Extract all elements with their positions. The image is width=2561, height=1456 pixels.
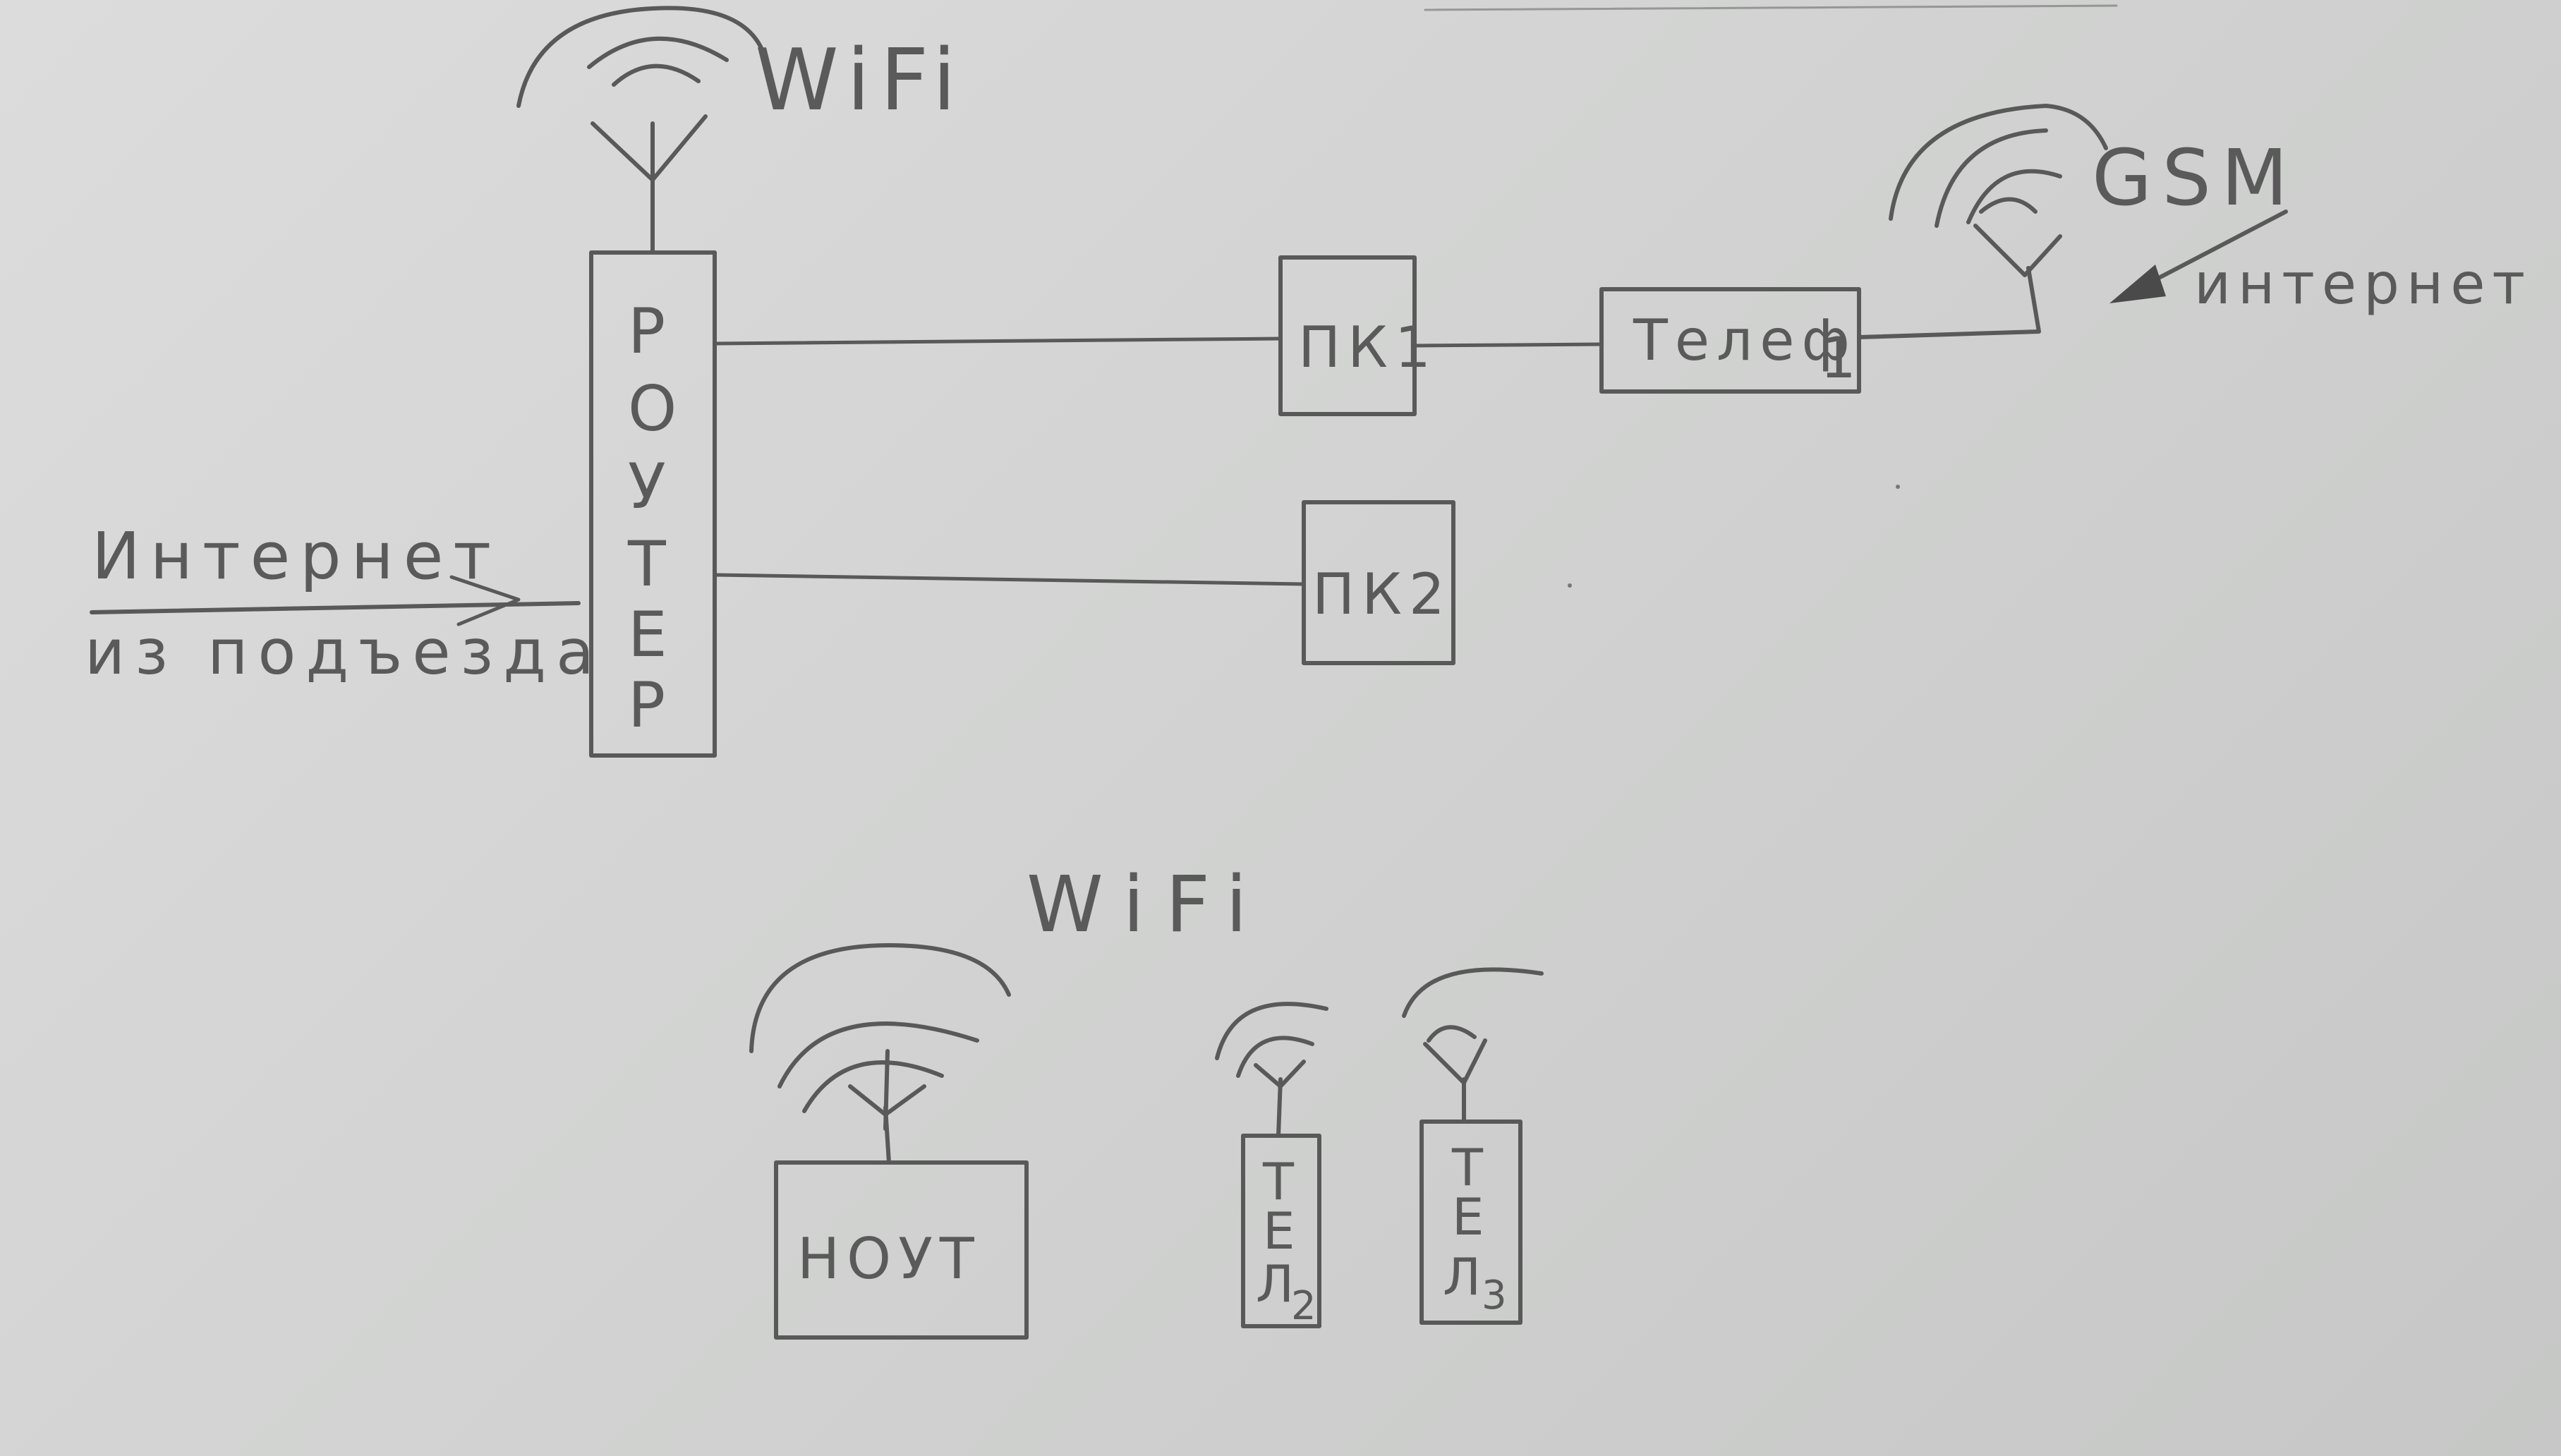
internet-right-arrow-icon: [2109, 210, 2288, 303]
phone2-letter-1: Т: [1262, 1152, 1300, 1211]
laptop-node: НОУТ: [774, 1160, 1029, 1340]
router-letter-5: Е: [628, 598, 667, 671]
router-letter-2: О: [628, 372, 677, 445]
phone3-letter-3: Л: [1443, 1247, 1487, 1306]
phone3-node: Т Е Л 3: [1419, 1120, 1522, 1325]
pc2-node: ПК2: [1302, 500, 1455, 665]
phone1-box: [1599, 287, 1861, 394]
router-antenna-icon: [516, 6, 764, 255]
router-letter-3: У: [628, 450, 666, 523]
router-letter-4: Т: [627, 528, 667, 600]
phone2-letter-2: Е: [1263, 1201, 1301, 1261]
gsm-antenna-icon: [1857, 104, 2108, 339]
pc1-to-phone1-connection: [1412, 342, 1604, 348]
pc1-node: ПК1: [1278, 255, 1438, 416]
phone3-subscript: 3: [1482, 1273, 1513, 1318]
phone1-node: Телеф 1: [1599, 287, 1863, 394]
wifi-top-label: WiFi: [755, 32, 966, 130]
phone2-node: Т Е Л 2: [1241, 1134, 1322, 1329]
router-to-pc1-connection: [713, 336, 1283, 346]
internet-left-label-line2: из подъезда: [85, 616, 604, 688]
pc2-label: ПК2: [1312, 562, 1452, 627]
phone1-subscript: 1: [1820, 325, 1863, 391]
pc1-box: [1278, 255, 1417, 416]
phone2-letter-3: Л: [1256, 1254, 1300, 1314]
laptop-antenna-icon: [749, 943, 1011, 1165]
internet-right-label: интернет: [2194, 251, 2532, 317]
phone3-letter-2: Е: [1452, 1187, 1490, 1246]
phone2-box: [1241, 1134, 1321, 1328]
pencil-dot: [1568, 583, 1572, 588]
internet-left-label-line1: Интернет: [92, 518, 501, 594]
laptop-box: [774, 1160, 1029, 1340]
phone2-subscript: 2: [1291, 1283, 1322, 1329]
phone3-box: [1419, 1120, 1522, 1325]
phone3-letter-1: Т: [1451, 1138, 1489, 1197]
laptop-label: НОУТ: [797, 1226, 981, 1292]
phone1-label: Телеф: [1633, 308, 1857, 373]
pc1-label: ПК1: [1298, 315, 1438, 380]
phone3-antenna-icon: [1402, 967, 1544, 1124]
paper-edge-line: [1424, 4, 2118, 11]
entrance-internet-arrow-icon: [90, 575, 581, 626]
phone2-antenna-icon: [1215, 1002, 1328, 1138]
router-letter-6: Р: [628, 669, 665, 741]
gsm-label: GSM: [2092, 133, 2298, 223]
router-node: Р О У Т Е Р: [589, 250, 717, 758]
router-to-pc2-connection: [713, 573, 1306, 586]
pencil-dot: [1896, 485, 1900, 489]
wifi-bottom-label: WiFi: [1027, 859, 1269, 950]
router-letter-1: Р: [628, 295, 665, 368]
